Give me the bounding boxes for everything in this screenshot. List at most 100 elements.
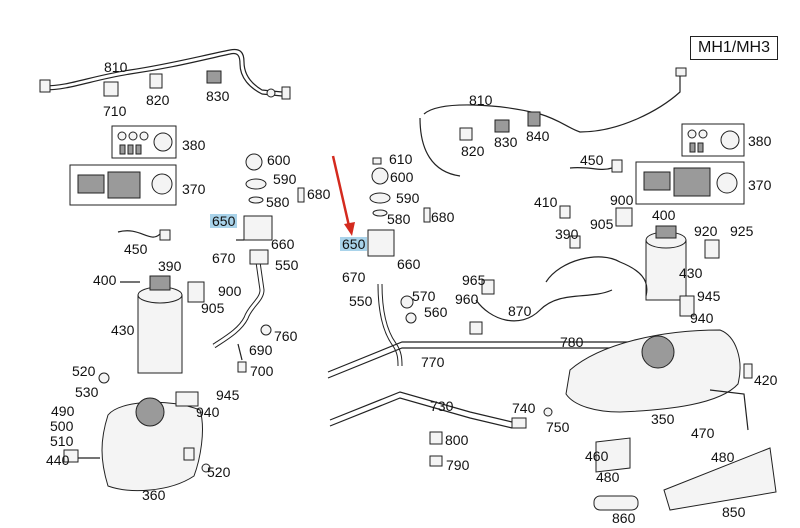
part-label-670[interactable]: 670 <box>342 269 366 285</box>
part-label-940[interactable]: 940 <box>196 404 220 420</box>
fuel-tank-350[interactable] <box>565 295 753 431</box>
bracket-460[interactable] <box>595 437 631 473</box>
part-label-740[interactable]: 740 <box>512 400 536 416</box>
part-label-660[interactable]: 660 <box>397 256 421 272</box>
part-label-430[interactable]: 430 <box>679 265 703 281</box>
part-label-800[interactable]: 800 <box>445 432 469 448</box>
part-label-420[interactable]: 420 <box>754 372 778 388</box>
part-label-600[interactable]: 600 <box>267 152 291 168</box>
part-label-390[interactable]: 390 <box>158 258 182 274</box>
part-label-580[interactable]: 580 <box>387 211 411 227</box>
fuel-lines-770-730[interactable] <box>327 341 640 429</box>
part-label-450[interactable]: 450 <box>580 152 604 168</box>
part-label-730[interactable]: 730 <box>430 398 454 414</box>
harness-810-left[interactable] <box>39 48 291 100</box>
fuel-filter-430-left[interactable] <box>117 229 205 374</box>
part-label-905[interactable]: 905 <box>201 300 225 316</box>
fuel-line-550-right[interactable] <box>377 283 417 367</box>
part-label-770[interactable]: 770 <box>421 354 445 370</box>
part-label-650[interactable]: 650 <box>210 213 238 229</box>
part-label-380[interactable]: 380 <box>182 137 206 153</box>
part-label-670[interactable]: 670 <box>212 250 236 266</box>
part-label-700[interactable]: 700 <box>250 363 274 379</box>
fuel-filter-430-right[interactable] <box>545 159 720 301</box>
part-label-370[interactable]: 370 <box>748 177 772 193</box>
fuel-tank-360[interactable] <box>63 372 211 492</box>
part-label-520[interactable]: 520 <box>207 464 231 480</box>
part-label-400[interactable]: 400 <box>652 207 676 223</box>
part-label-390[interactable]: 390 <box>555 226 579 242</box>
part-label-490[interactable]: 490 <box>51 403 75 419</box>
part-label-840[interactable]: 840 <box>526 128 550 144</box>
part-label-480[interactable]: 480 <box>711 449 735 465</box>
part-label-650[interactable]: 650 <box>340 236 368 252</box>
part-label-945[interactable]: 945 <box>216 387 240 403</box>
kit-box-380-right[interactable] <box>681 123 745 157</box>
part-label-820[interactable]: 820 <box>146 92 170 108</box>
part-label-360[interactable]: 360 <box>142 487 166 503</box>
clip-830-left[interactable] <box>206 70 222 84</box>
kit-box-380-left[interactable] <box>111 125 177 159</box>
part-label-430[interactable]: 430 <box>111 322 135 338</box>
part-label-900[interactable]: 900 <box>218 283 242 299</box>
part-label-780[interactable]: 780 <box>560 334 584 350</box>
part-label-600[interactable]: 600 <box>390 169 414 185</box>
part-label-810[interactable]: 810 <box>104 59 128 75</box>
part-label-750[interactable]: 750 <box>546 419 570 435</box>
part-label-380[interactable]: 380 <box>748 133 772 149</box>
part-label-580[interactable]: 580 <box>266 194 290 210</box>
part-label-945[interactable]: 945 <box>697 288 721 304</box>
part-label-560[interactable]: 560 <box>424 304 448 320</box>
part-label-500[interactable]: 500 <box>50 418 74 434</box>
harness-870[interactable] <box>469 279 613 335</box>
part-label-905[interactable]: 905 <box>590 216 614 232</box>
sleeve-860[interactable] <box>593 495 639 511</box>
clip-800[interactable] <box>429 431 443 445</box>
part-label-830[interactable]: 830 <box>206 88 230 104</box>
part-label-610[interactable]: 610 <box>389 151 413 167</box>
shield-850[interactable] <box>663 447 777 511</box>
part-label-550[interactable]: 550 <box>349 293 373 309</box>
part-label-680[interactable]: 680 <box>307 186 331 202</box>
part-label-760[interactable]: 760 <box>274 328 298 344</box>
part-label-350[interactable]: 350 <box>651 411 675 427</box>
clip-820-left[interactable] <box>149 73 163 89</box>
connector-710[interactable] <box>103 81 119 97</box>
bracket-650-left[interactable] <box>236 153 305 241</box>
part-label-510[interactable]: 510 <box>50 433 74 449</box>
part-label-900[interactable]: 900 <box>610 192 634 208</box>
part-label-810[interactable]: 810 <box>469 92 493 108</box>
part-label-530[interactable]: 530 <box>75 384 99 400</box>
part-label-400[interactable]: 400 <box>93 272 117 288</box>
part-label-410[interactable]: 410 <box>534 194 558 210</box>
part-label-520[interactable]: 520 <box>72 363 96 379</box>
part-label-870[interactable]: 870 <box>508 303 532 319</box>
part-label-590[interactable]: 590 <box>396 190 420 206</box>
part-label-940[interactable]: 940 <box>690 310 714 326</box>
part-label-820[interactable]: 820 <box>461 143 485 159</box>
part-label-370[interactable]: 370 <box>182 181 206 197</box>
part-label-850[interactable]: 850 <box>722 504 746 520</box>
part-label-860[interactable]: 860 <box>612 510 636 526</box>
part-label-710[interactable]: 710 <box>103 103 127 119</box>
harness-810-right[interactable] <box>419 67 687 177</box>
part-label-660[interactable]: 660 <box>271 236 295 252</box>
part-label-925[interactable]: 925 <box>730 223 754 239</box>
part-label-590[interactable]: 590 <box>273 171 297 187</box>
part-label-450[interactable]: 450 <box>124 241 148 257</box>
part-label-480[interactable]: 480 <box>596 469 620 485</box>
part-label-960[interactable]: 960 <box>455 291 479 307</box>
part-label-830[interactable]: 830 <box>494 134 518 150</box>
part-label-550[interactable]: 550 <box>275 257 299 273</box>
part-label-460[interactable]: 460 <box>585 448 609 464</box>
part-label-680[interactable]: 680 <box>431 209 455 225</box>
kit-box-370-right[interactable] <box>635 161 745 205</box>
clip-790[interactable] <box>429 455 443 467</box>
part-label-440[interactable]: 440 <box>46 452 70 468</box>
kit-box-370-left[interactable] <box>69 164 177 206</box>
part-label-920[interactable]: 920 <box>694 223 718 239</box>
part-label-570[interactable]: 570 <box>412 288 436 304</box>
bracket-650-right[interactable] <box>367 157 431 257</box>
part-label-690[interactable]: 690 <box>249 342 273 358</box>
part-label-790[interactable]: 790 <box>446 457 470 473</box>
